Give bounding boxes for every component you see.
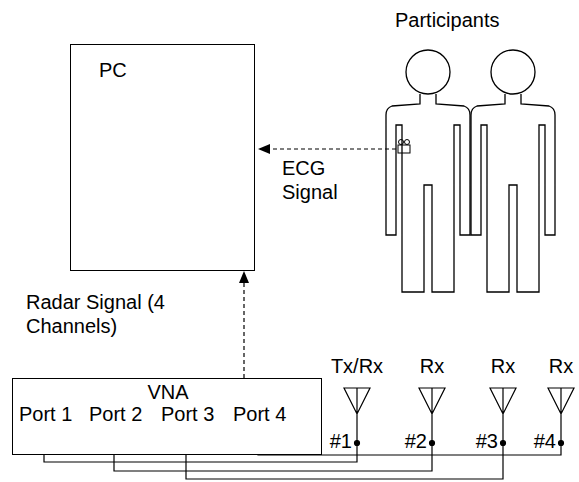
arrowhead	[239, 271, 249, 283]
antenna-label: Tx/Rx	[331, 354, 383, 378]
callout-number: #2	[405, 429, 427, 453]
second-participant	[471, 50, 555, 292]
head	[491, 50, 535, 94]
pc-box: PC	[70, 44, 255, 271]
callout-number: #4	[534, 429, 556, 453]
port-label: Port 1	[19, 403, 72, 426]
callout-number: #3	[476, 429, 498, 453]
ecg-arrow	[258, 144, 396, 154]
node-title: VNA	[147, 381, 188, 404]
node-title: PC	[99, 59, 127, 82]
body	[386, 94, 470, 292]
vna-box: VNA Port 1 Port 2 Port 3 Port 4	[12, 378, 322, 455]
antenna-label: Rx	[491, 354, 515, 378]
port-label: Port 3	[161, 403, 214, 426]
port-label: Port 2	[89, 403, 142, 426]
signal-label: ECG Signal	[282, 156, 354, 204]
head	[406, 50, 450, 94]
arrowhead	[258, 144, 270, 154]
ecg-line	[268, 148, 396, 149]
dashed-line	[243, 281, 244, 378]
electrode	[405, 140, 410, 145]
edge-label: Radar Signal (4 Channels)	[26, 290, 166, 338]
participant-figures	[386, 50, 555, 292]
signal-arrow	[239, 271, 249, 378]
callout-number: #1	[330, 429, 352, 453]
port-label: Port 4	[233, 403, 286, 426]
antenna-label: Rx	[549, 354, 573, 378]
sensor-body	[398, 145, 410, 153]
figure-label: Participants	[395, 8, 500, 32]
body	[471, 94, 555, 292]
antenna-label: Rx	[420, 354, 444, 378]
electrode	[399, 140, 404, 145]
ecg-sensor	[398, 140, 410, 154]
